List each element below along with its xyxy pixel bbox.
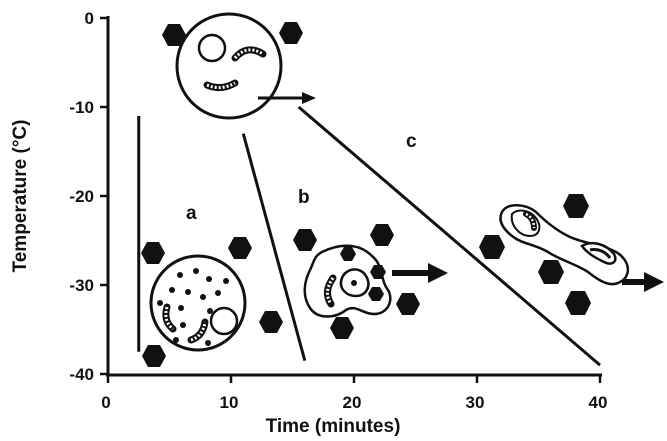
ice-dot [205, 340, 211, 346]
cell-a-illustration [141, 237, 283, 367]
x-tick-labels: 0 10 20 30 40 [101, 393, 607, 412]
cell-b-arrow-head [428, 263, 448, 283]
ice-crystal [293, 229, 317, 251]
ice-crystal [479, 235, 505, 259]
ice-dot [157, 300, 163, 306]
cell-c-nucleus [580, 242, 617, 265]
cell-c-illustration [479, 194, 664, 315]
ice-crystal [340, 247, 356, 261]
ice-dot [207, 308, 213, 314]
initial-cell-arrow-head [302, 92, 316, 104]
y-tick-label-40: -40 [69, 365, 94, 384]
ice-dot [169, 287, 175, 293]
cell-c-mitochondrion-inner [525, 212, 536, 229]
series-label-b: b [298, 187, 310, 208]
ice-crystal [330, 317, 354, 339]
y-ticks [100, 16, 108, 376]
initial-cell-mitochondrion-2 [203, 79, 239, 92]
y-tick-labels: 0 -10 -20 -30 -40 [69, 9, 94, 384]
series-label-a: a [186, 203, 197, 224]
x-axis-title: Time (minutes) [266, 416, 401, 437]
ice-dot [215, 290, 221, 296]
cell-a-mitochondrion-1-inner [164, 306, 174, 331]
cell-b-mitochondrion-inner [326, 277, 335, 305]
ice-crystal [141, 242, 165, 264]
x-tick-label-30: 30 [466, 393, 485, 412]
y-tick-label-0: 0 [85, 9, 94, 28]
ice-crystal [142, 345, 166, 367]
series-layer [137, 105, 601, 367]
ice-crystal [565, 291, 591, 315]
x-ticks [106, 375, 602, 383]
cell-c-nucleus-core [589, 248, 612, 259]
ice-crystal [259, 311, 283, 333]
ice-dot [177, 272, 183, 278]
initial-cell-mitochondrion-1-inner [233, 48, 264, 60]
ice-dot [185, 289, 191, 295]
ice-dot [173, 337, 179, 343]
y-tick-label-10: -10 [69, 98, 94, 117]
ice-dot [200, 294, 206, 300]
y-tick-label-20: -20 [69, 187, 94, 206]
cooling-line-b [241, 133, 307, 362]
ice-dot [178, 305, 184, 311]
initial-cell-nucleus [197, 33, 227, 63]
ice-crystal [563, 194, 589, 218]
cell-c-arrow-head [644, 272, 664, 292]
ice-crystal [162, 24, 186, 46]
y-tick-label-30: -30 [69, 276, 94, 295]
ice-crystal [279, 22, 303, 44]
x-tick-label-10: 10 [220, 393, 239, 412]
ice-dot [206, 276, 212, 282]
cell-b-illustration [293, 224, 448, 339]
ice-crystal [368, 287, 384, 301]
cell-a-mitochondrion-2-inner [190, 321, 207, 342]
cell-b-nucleolus [351, 280, 357, 286]
ice-dot [180, 322, 186, 328]
cell-a-nucleus [209, 306, 239, 336]
ice-crystal [396, 293, 420, 315]
ice-crystal [228, 237, 252, 259]
ice-crystal [370, 224, 394, 246]
y-axis-title: Temperature (°C) [10, 120, 31, 273]
series-label-c: c [406, 131, 417, 152]
initial-cell-membrane [175, 12, 283, 120]
ice-crystal [370, 265, 386, 279]
x-tick-label-20: 20 [343, 393, 362, 412]
initial-cell-illustration [162, 12, 316, 120]
ice-dot [193, 268, 199, 274]
cooling-line-c [297, 105, 601, 367]
ice-crystal [538, 260, 564, 284]
x-tick-label-40: 40 [589, 393, 608, 412]
intracellular-ice-dots [157, 268, 229, 346]
ice-dot [223, 278, 229, 284]
x-tick-label-0: 0 [101, 393, 110, 412]
